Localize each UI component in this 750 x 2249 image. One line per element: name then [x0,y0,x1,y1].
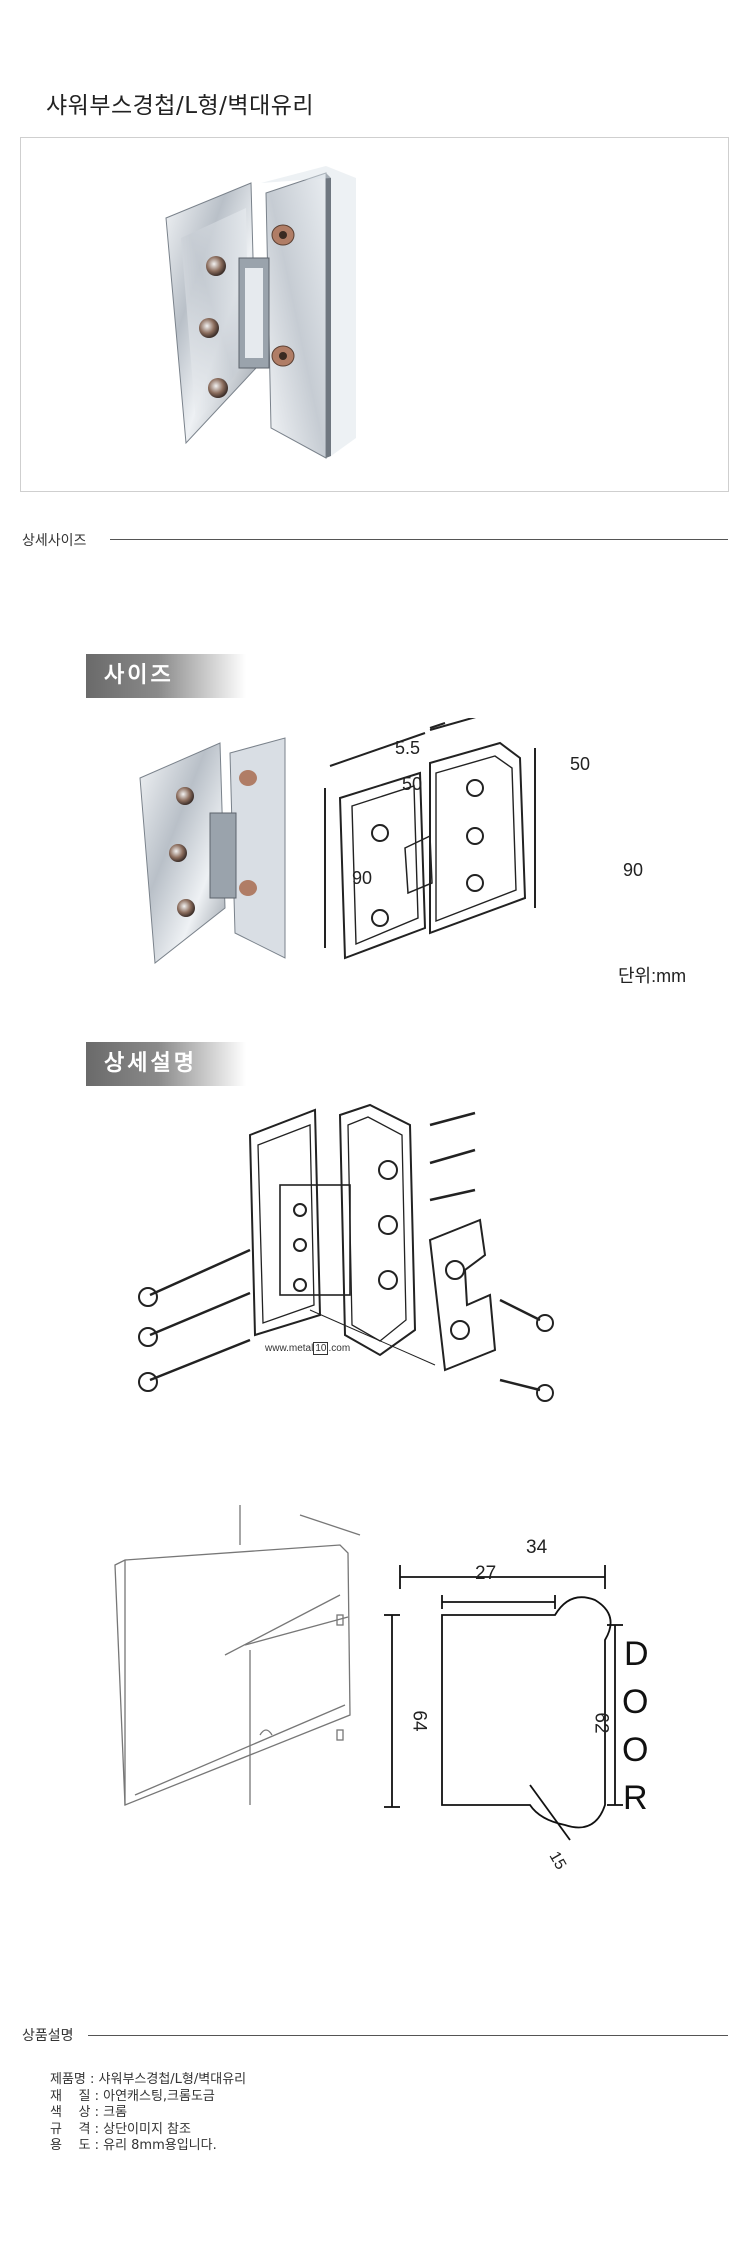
hinge-profile-drawing [384,1565,623,1841]
section-divider [88,2035,728,2036]
spec-value: 샤워부스경첩/L형/벽대유리 [98,2072,247,2087]
door-letter-d: D [624,1635,649,1673]
tab-size: 사이즈 [86,654,246,698]
spec-row-usage: 용 도 : 유리 8mm용입니다. [50,2138,217,2153]
dim-label-90-left: 90 [352,868,373,888]
spec-row-material: 재 질 : 아연캐스팅,크롬도금 [50,2088,215,2104]
watermark-tail: .com [328,1343,351,1354]
spec-row-size: 규 격 : 상단이미지 참조 [50,2121,191,2137]
size-drawing [324,718,536,960]
dim-label-62: 62 [590,1712,612,1734]
tab-detail: 상세설명 [86,1042,246,1086]
page-title: 샤워부스경첩/L형/벽대유리 [46,93,315,119]
spec-row-color: 색 상 : 크롬 [50,2105,128,2120]
section-heading-detail-size: 상세사이즈 [22,533,87,549]
spec-value: 상단이미지 참조 [103,2121,191,2137]
watermark-box: 10 [313,1342,329,1355]
dim-label-5-5: 5.5 [395,738,421,758]
spec-label: 재 질 [50,2088,91,2104]
shower-booth-drawing [114,1505,361,1806]
size-photo [139,737,286,964]
section-heading-product-desc: 상품설명 [22,2028,74,2044]
dim-label-34: 34 [526,1537,548,1558]
size-diagram [139,718,536,964]
section-divider [110,539,728,540]
spec-value: 크롬 [103,2105,128,2120]
dim-label-50-left: 50 [402,774,423,794]
watermark-text: www.metal [265,1343,314,1354]
door-letter-r: R [623,1779,648,1817]
spec-label: 색 상 [50,2105,91,2120]
dim-label-64: 64 [408,1710,430,1732]
spec-label: 규 격 [50,2121,91,2137]
exploded-view-diagram [138,1103,554,1402]
spec-label: 제품명 [50,2072,86,2087]
dim-label-27: 27 [475,1563,497,1584]
product-spec-list: 제품명 : 샤워부스경첩/L형/벽대유리 재 질 : 아연캐스팅,크롬도금 색 … [50,2072,246,2155]
shower-door-diagram [114,1505,623,1841]
hinge-photo [165,166,356,459]
spec-label: 용 도 [50,2138,91,2153]
door-letter-o2: O [622,1731,649,1769]
dim-label-50-right: 50 [570,754,591,774]
spec-row-name: 제품명 : 샤워부스경첩/L형/벽대유리 [50,2072,247,2087]
spec-value: 아연캐스팅,크롬도금 [103,2088,215,2104]
hero-image-frame [20,137,729,492]
door-letter-o1: O [622,1683,649,1721]
unit-label: 단위:mm [618,966,687,986]
spec-value: 유리 8mm용입니다. [103,2138,217,2153]
dim-label-90-right: 90 [623,860,644,880]
